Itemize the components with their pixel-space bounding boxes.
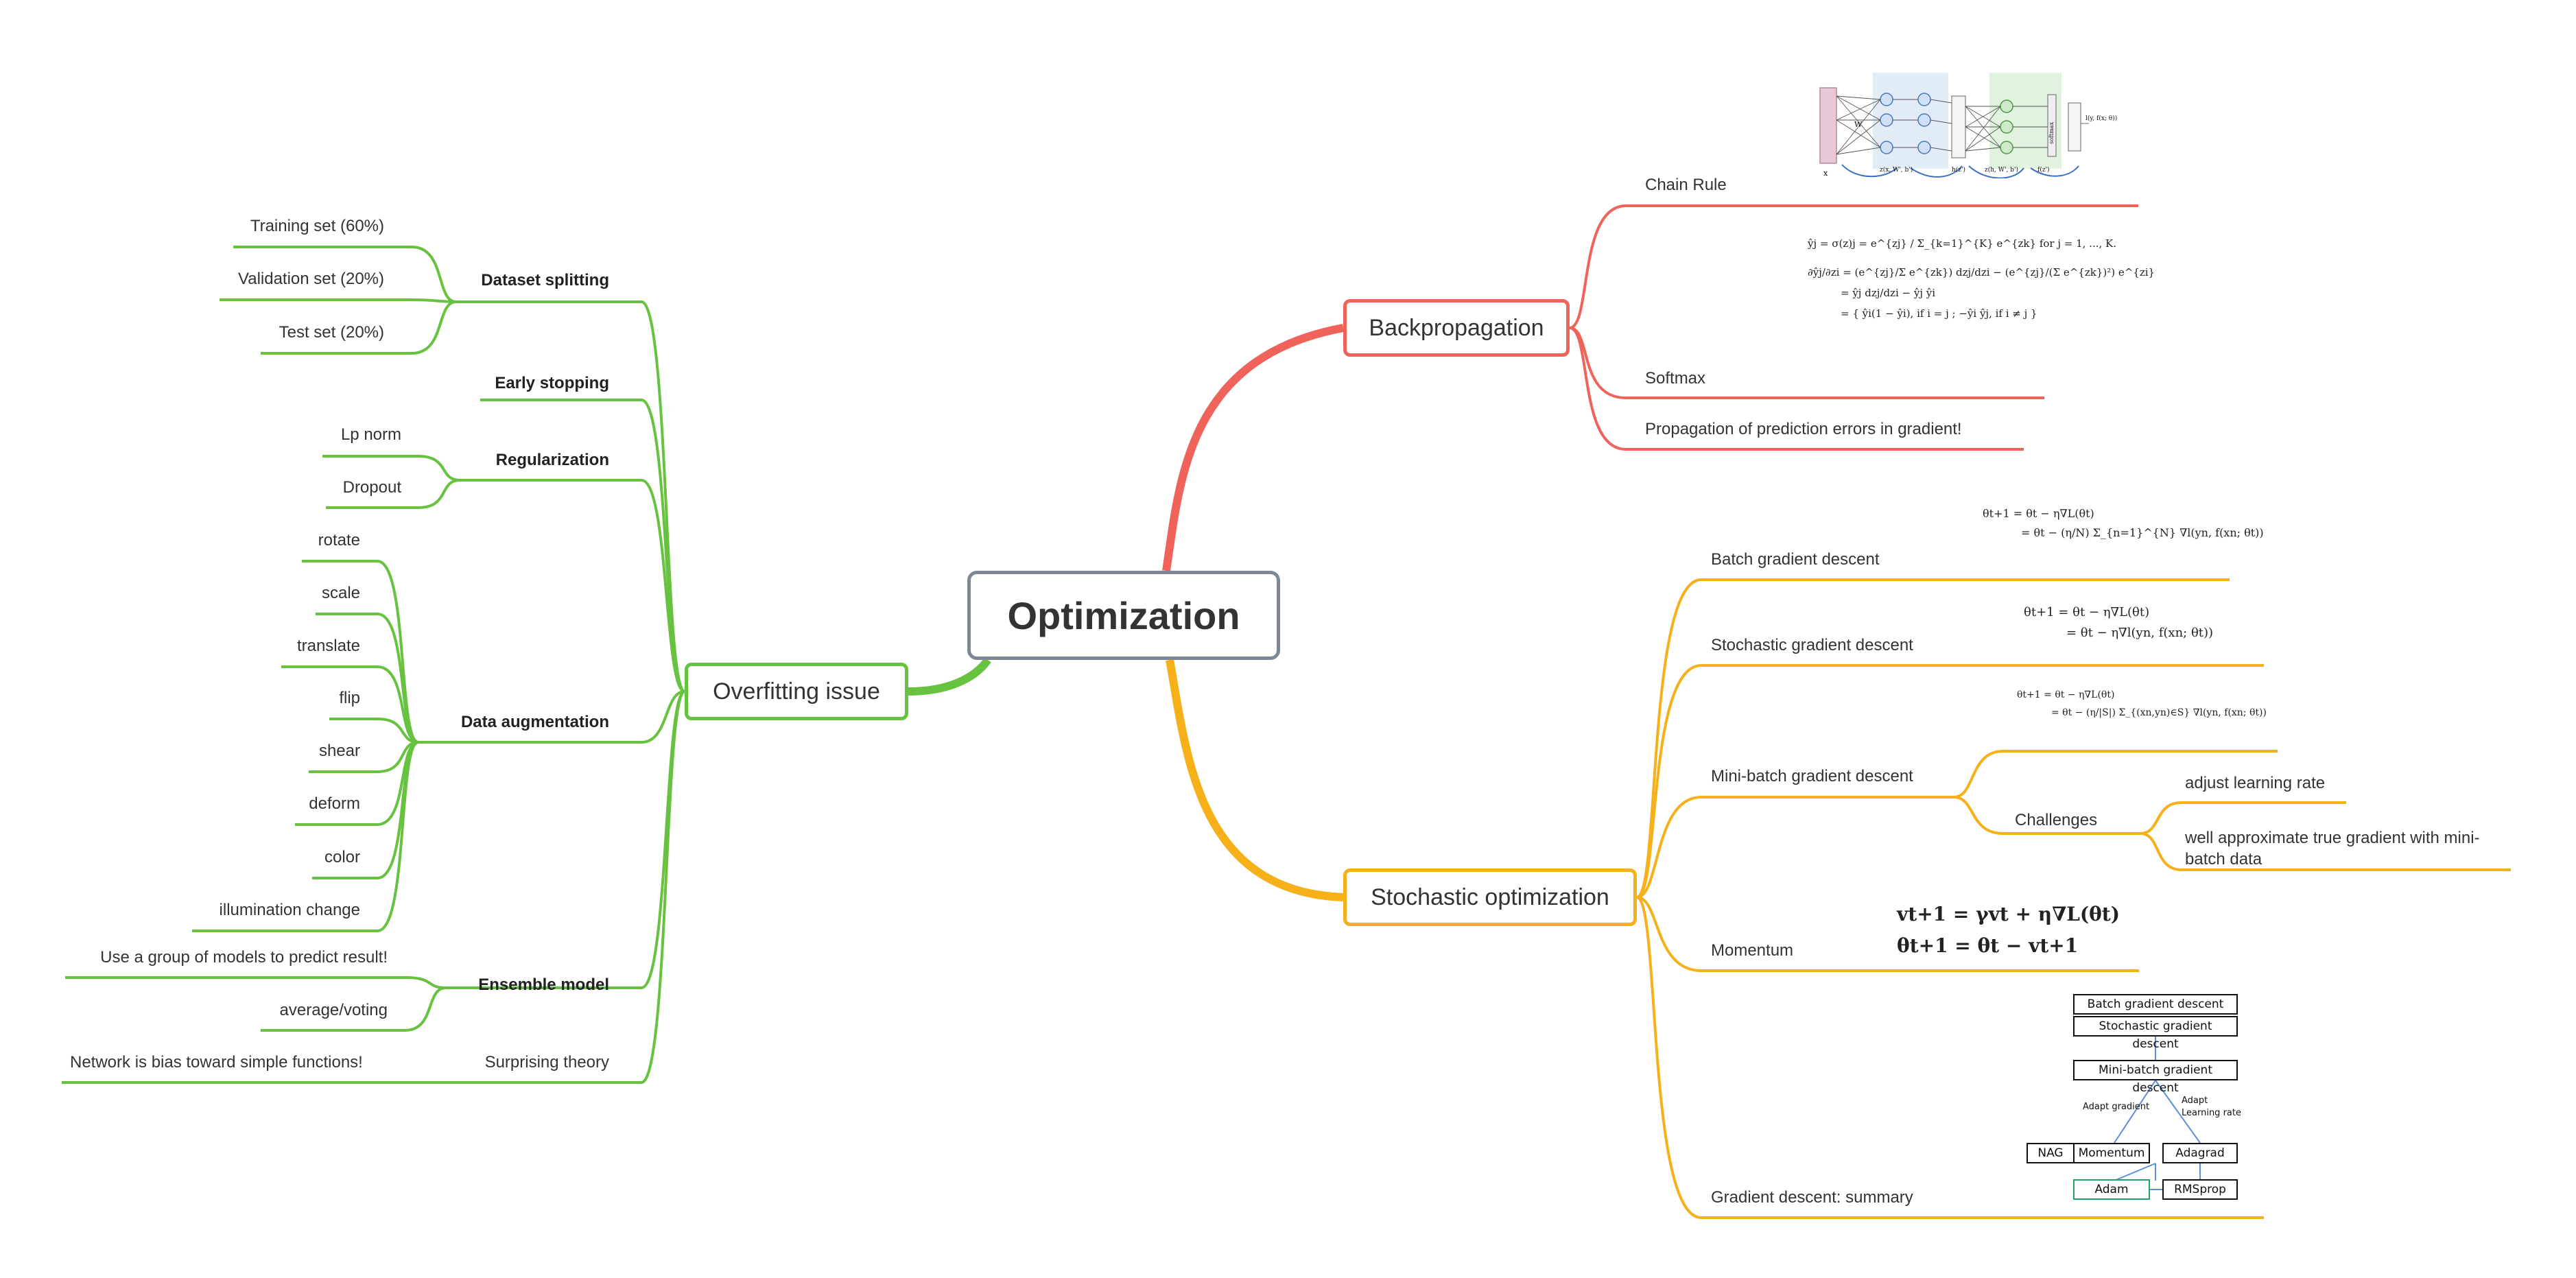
momentum-formula: vt+1 = γvt + η∇L(θt) θt+1 = θt − vt+1 bbox=[1897, 899, 2120, 962]
topic-regularization[interactable]: Regularization bbox=[495, 451, 609, 469]
stochastic-optimization-label: Stochastic optimization bbox=[1371, 884, 1609, 910]
topic-deform[interactable]: deform bbox=[309, 794, 360, 813]
momentum-formula-line-2: θt+1 = θt − vt+1 bbox=[1897, 934, 2079, 957]
summary-box-nag: NAG bbox=[2026, 1143, 2075, 1163]
batch-formula-line-2: = θt − (η/N) Σ_{n=1}^{N} ∇l(yn, f(xn; θt… bbox=[2021, 526, 2264, 539]
softmax-formula: ŷj = σ(z)j = e^{zj} / Σ_{k=1}^{K} e^{zk}… bbox=[1808, 233, 2155, 324]
root-node[interactable]: Optimization bbox=[967, 571, 1280, 660]
summary-box-adam: Adam bbox=[2073, 1179, 2150, 1200]
mb-formula-line-1: θt+1 = θt − η∇L(θt) bbox=[2017, 689, 2115, 700]
network-diagram-image: x W z(x, W', b') h(z') z(h, W', b') f(z'… bbox=[1819, 73, 2117, 178]
overfitting-issue-label: Overfitting issue bbox=[713, 678, 880, 705]
topic-rotate[interactable]: rotate bbox=[318, 531, 360, 549]
topic-group-of-models[interactable]: Use a group of models to predict result! bbox=[100, 948, 388, 967]
topic-color[interactable]: color bbox=[324, 848, 360, 866]
topic-data-augmentation[interactable]: Data augmentation bbox=[460, 713, 609, 731]
topic-lp-norm[interactable]: Lp norm bbox=[340, 425, 401, 444]
backpropagation-node[interactable]: Backpropagation bbox=[1343, 299, 1570, 357]
topic-challenges[interactable]: Challenges bbox=[2015, 811, 2098, 829]
link-root-backprop bbox=[1162, 324, 1345, 571]
topic-stochastic-gradient-descent[interactable]: Stochastic gradient descent bbox=[1711, 636, 1913, 654]
topic-surprising-theory[interactable]: Surprising theory bbox=[484, 1053, 609, 1072]
summary-box-adagrad: Adagrad bbox=[2162, 1143, 2238, 1163]
topic-dataset-splitting[interactable]: Dataset splitting bbox=[481, 271, 609, 289]
topic-illumination-change[interactable]: illumination change bbox=[219, 901, 360, 919]
topic-validation-set[interactable]: Validation set (20%) bbox=[238, 270, 384, 288]
topic-ensemble-model[interactable]: Ensemble model bbox=[478, 975, 609, 994]
topic-gradient-descent-summary[interactable]: Gradient descent: summary bbox=[1711, 1188, 1913, 1207]
topic-average-voting[interactable]: average/voting bbox=[279, 1001, 388, 1019]
fig-label-f: f(z') bbox=[2037, 166, 2050, 174]
softmax-formula-line-2: ∂ŷj/∂zi = (e^{zj}/Σ e^{zk}) dzj/dzi − (e… bbox=[1808, 266, 2155, 279]
summary-adapt-lr-1: Adapt bbox=[2182, 1096, 2208, 1106]
topic-scale[interactable]: scale bbox=[321, 584, 360, 602]
topic-flip[interactable]: flip bbox=[339, 689, 360, 707]
batch-formula-line-1: θt+1 = θt − η∇L(θt) bbox=[1983, 507, 2094, 520]
fig-label-z1: z(x, W', b') bbox=[1880, 166, 1913, 174]
mb-formula-line-2: = θt − (η/|S|) Σ_{(xn,yn)∈S} ∇l(yn, f(xn… bbox=[2051, 707, 2267, 718]
summary-adapt-lr-2: Learning rate bbox=[2182, 1108, 2241, 1118]
overfitting-links bbox=[62, 246, 686, 1084]
backpropagation-label: Backpropagation bbox=[1369, 314, 1544, 341]
sgd-formula-line-1: θt+1 = θt − η∇L(θt) bbox=[2024, 605, 2150, 619]
topic-training-set[interactable]: Training set (60%) bbox=[250, 217, 384, 235]
stochastic-links bbox=[1636, 578, 2511, 1219]
topic-shear[interactable]: shear bbox=[318, 742, 360, 760]
summary-box-minibatch: Mini-batch gradient descent bbox=[2073, 1060, 2238, 1095]
topic-adjust-learning-rate[interactable]: adjust learning rate bbox=[2185, 774, 2326, 792]
stochastic-optimization-node[interactable]: Stochastic optimization bbox=[1343, 868, 1637, 926]
topic-propagation-errors[interactable]: Propagation of prediction errors in grad… bbox=[1645, 420, 1962, 438]
mini-batch-formula: θt+1 = θt − η∇L(θt) = θt − (η/|S|) Σ_{(x… bbox=[2017, 686, 2267, 722]
summary-adapt-gradient: Adapt gradient bbox=[2083, 1102, 2150, 1112]
summary-chart-links bbox=[2075, 1037, 2201, 1190]
topic-translate[interactable]: translate bbox=[296, 637, 360, 655]
topic-mini-batch-gradient-descent[interactable]: Mini-batch gradient descent bbox=[1711, 767, 1913, 785]
topic-momentum[interactable]: Momentum bbox=[1711, 941, 1794, 960]
summary-box-rmsprop: RMSprop bbox=[2162, 1179, 2238, 1200]
fig-label-h: h(z') bbox=[1952, 166, 1965, 174]
summary-box-momentum: Momentum bbox=[2073, 1143, 2150, 1163]
summary-box-sgd: Stochastic gradient descent bbox=[2073, 1016, 2238, 1051]
topic-early-stopping[interactable]: Early stopping bbox=[495, 374, 609, 392]
sgd-formula: θt+1 = θt − η∇L(θt) = θt − η∇l(yn, f(xn;… bbox=[2024, 602, 2213, 643]
overfitting-issue-node[interactable]: Overfitting issue bbox=[685, 663, 908, 720]
softmax-formula-line-4: = { ŷi(1 − ŷi), if i = j ; −ŷi ŷj, if i … bbox=[1841, 307, 2037, 320]
topic-batch-gradient-descent[interactable]: Batch gradient descent bbox=[1711, 550, 1880, 569]
topic-chain-rule[interactable]: Chain Rule bbox=[1645, 176, 1727, 194]
root-label: Optimization bbox=[1007, 593, 1240, 637]
softmax-formula-line-3: = ŷj dzj/dzi − ŷj ŷi bbox=[1841, 287, 1936, 299]
topic-test-set[interactable]: Test set (20%) bbox=[279, 323, 384, 342]
momentum-formula-line-1: vt+1 = γvt + η∇L(θt) bbox=[1897, 903, 2120, 925]
softmax-formula-line-1: ŷj = σ(z)j = e^{zj} / Σ_{k=1}^{K} e^{zk}… bbox=[1808, 237, 2116, 250]
fig-label-loss: l(y, f(x; θ)) bbox=[2085, 115, 2117, 122]
summary-box-batch: Batch gradient descent bbox=[2073, 994, 2238, 1015]
sgd-formula-line-2: = θt − η∇l(yn, f(xn; θt)) bbox=[2066, 626, 2214, 640]
link-root-stochastic bbox=[1166, 659, 1344, 901]
fig-label-z2: z(h, W', b') bbox=[1985, 166, 2018, 174]
topic-approximate-gradient[interactable]: well approximate true gradient with mini… bbox=[2185, 829, 2480, 868]
link-root-overfitting bbox=[908, 657, 991, 696]
fig-label-softmax: softmax bbox=[2048, 122, 2055, 144]
batch-gd-formula: θt+1 = θt − η∇L(θt) = θt − (η/N) Σ_{n=1}… bbox=[1983, 504, 2264, 543]
fig-label-x: x bbox=[1823, 169, 1828, 178]
fig-label-w: W bbox=[1854, 120, 1863, 129]
topic-network-bias[interactable]: Network is bias toward simple functions! bbox=[70, 1053, 363, 1072]
topic-softmax[interactable]: Softmax bbox=[1645, 369, 1706, 388]
backprop-links bbox=[1569, 204, 2138, 451]
topic-dropout[interactable]: Dropout bbox=[342, 478, 401, 497]
